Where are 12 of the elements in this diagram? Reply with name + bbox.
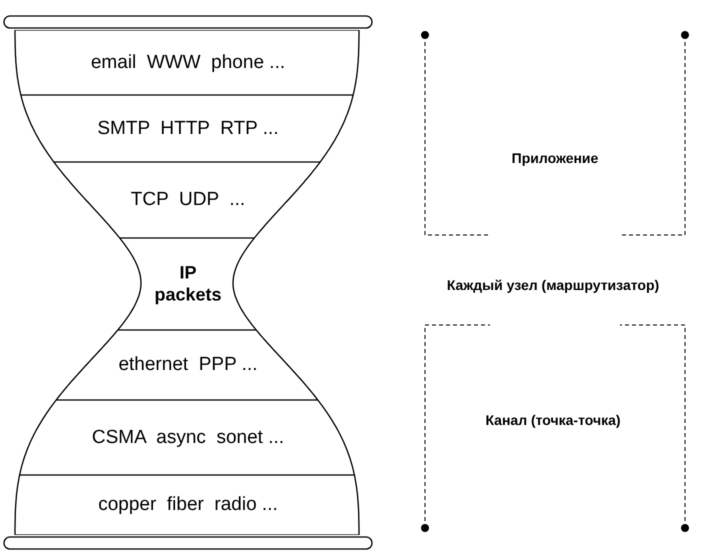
layer-label: CSMA async sonet ...	[92, 426, 284, 448]
hourglass-cap	[3, 536, 373, 550]
layer-label: copper fiber radio ...	[98, 494, 278, 516]
layer-caption: Каждый узел (маршрутизатор)	[446, 277, 660, 293]
layer-label: SMTP HTTP RTP ...	[97, 118, 279, 140]
hourglass-cap	[3, 15, 373, 29]
layer-label: IP packets	[153, 262, 223, 306]
layer-label: ethernet PPP ...	[118, 354, 258, 376]
layer-label: email WWW phone ...	[90, 52, 286, 74]
layer-caption: Канал (точка-точка)	[485, 412, 621, 428]
layer-label: TCP UDP ...	[130, 189, 246, 211]
layer-caption: Приложение	[512, 150, 598, 166]
